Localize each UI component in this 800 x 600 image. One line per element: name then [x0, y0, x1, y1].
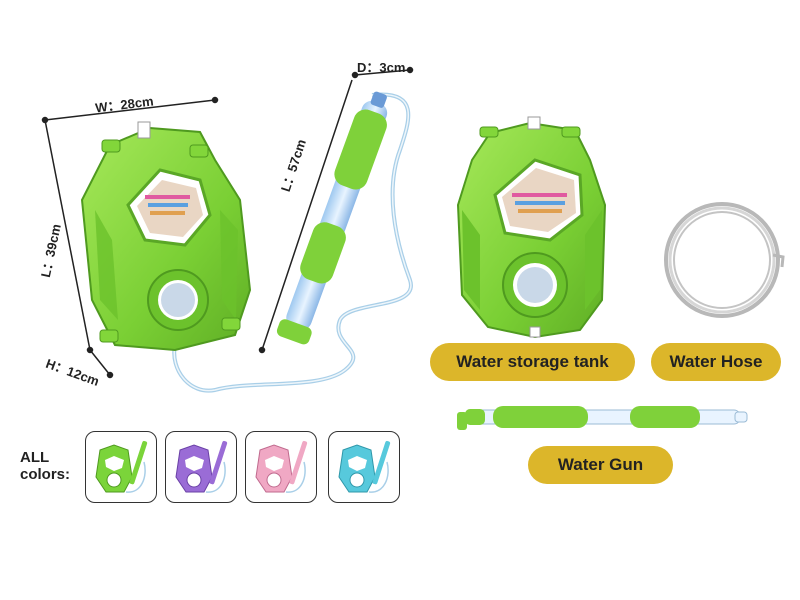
- color-swatch-blue: [328, 431, 400, 503]
- depth-label: D：3cm: [357, 60, 406, 75]
- all-colors-line1: ALL: [20, 449, 50, 466]
- hose-label: Water Hose: [651, 343, 781, 381]
- gun-label: Water Gun: [528, 446, 673, 484]
- color-swatch-pink: [245, 431, 317, 503]
- water-gun-diagonal: [276, 91, 388, 345]
- dimension-lines: [41, 66, 414, 379]
- water-gun-horizontal: [457, 406, 748, 430]
- main-product-illustration: [41, 66, 414, 393]
- all-colors-line2: colors:: [20, 466, 71, 483]
- all-colors-label: ALL colors:: [20, 449, 70, 483]
- hose-coil: [664, 202, 785, 318]
- color-swatch-green: [85, 431, 157, 503]
- color-swatch-purple: [165, 431, 237, 503]
- tank-standalone: [456, 116, 607, 339]
- tank-main: [80, 121, 252, 352]
- tank-label: Water storage tank: [430, 343, 635, 381]
